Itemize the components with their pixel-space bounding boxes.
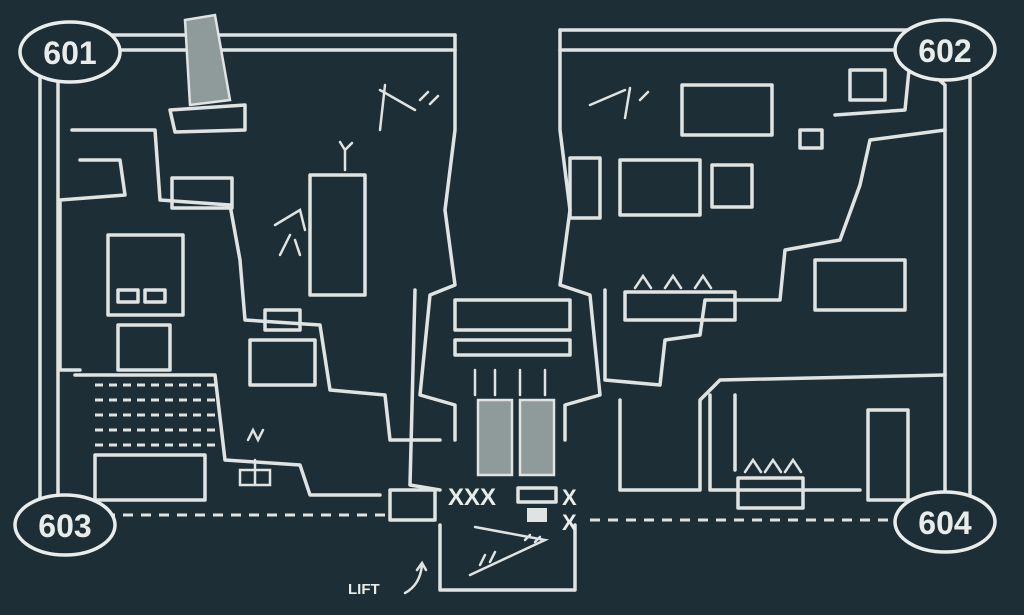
gray-block-right	[518, 398, 556, 477]
tower-structure	[183, 13, 232, 107]
potted-plant-icon	[238, 427, 272, 487]
svg-text:604: 604	[918, 505, 972, 541]
lift-label: LIFT	[348, 581, 380, 598]
outer-wall-left	[38, 33, 457, 522]
marker-x-top: X	[562, 485, 577, 510]
svg-text:603: 603	[38, 508, 91, 544]
lift-arrow-icon	[403, 560, 428, 595]
svg-text:602: 602	[918, 33, 971, 69]
svg-text:601: 601	[43, 35, 96, 71]
plant-icon	[338, 140, 354, 172]
dashed-paths	[105, 513, 900, 522]
right-wing-walls	[558, 28, 947, 492]
room-badge-601[interactable]: 601	[18, 20, 122, 84]
room-badge-603[interactable]: 603	[13, 493, 117, 557]
room-badge-604[interactable]: 604	[893, 490, 997, 554]
left-wing-walls	[58, 33, 457, 497]
room-badge-602[interactable]: 602	[893, 18, 997, 82]
gray-block-left	[476, 398, 514, 477]
chair-icon	[273, 208, 307, 257]
lift-shaft	[388, 486, 577, 595]
left-furniture	[93, 13, 440, 502]
marker-x-bottom: X	[562, 510, 577, 535]
marker-xxx: XXX	[448, 484, 496, 511]
seating-rows	[95, 383, 220, 447]
right-furniture	[568, 68, 910, 510]
lock-icon	[527, 508, 547, 522]
central-hall	[453, 298, 572, 477]
